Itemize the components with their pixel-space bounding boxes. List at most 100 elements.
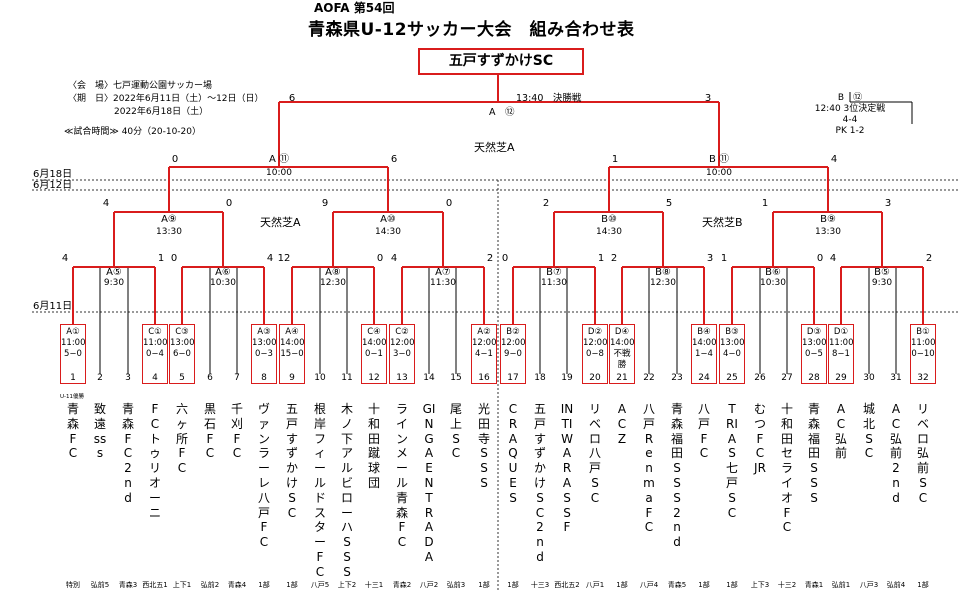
round2-left-score: 0	[501, 253, 509, 264]
round1-result: 6−0	[173, 349, 191, 359]
round1-time: 12:00	[472, 338, 497, 348]
third-place-score: 4-4	[842, 115, 858, 125]
round1-result: 0−4	[146, 349, 164, 359]
team-affiliation: 1部	[507, 581, 519, 589]
team-affiliation: 十三3	[530, 581, 550, 589]
round2-left-score: 4	[390, 253, 398, 264]
team-number: 5	[179, 373, 185, 383]
round2-time: 11:30	[430, 278, 456, 288]
team-affiliation: 弘前5	[90, 581, 110, 589]
team-name: 千刈FC	[230, 402, 243, 461]
round2-left-score: 1	[720, 253, 728, 264]
round1-time: 13:00	[720, 338, 745, 348]
quarter-time: 14:30	[596, 227, 622, 237]
round1-time: 14:00	[362, 338, 387, 348]
round1-code: A②	[477, 327, 491, 337]
team-number: 19	[561, 373, 573, 383]
date-label-11: 6月11日	[33, 301, 73, 312]
round2-time: 9:30	[871, 278, 893, 288]
date-label-12: 6月12日	[33, 180, 73, 191]
third-place-match: B ⑫ 12:40 3位決定戦 4-4 PK 1-2	[812, 94, 888, 138]
team-number: 2	[97, 373, 103, 383]
team-affiliation: 八戸3	[859, 581, 879, 589]
champion-box: 五戸すずかけSC	[418, 48, 584, 75]
round1-time: 12:00	[501, 338, 526, 348]
round1-code: B①	[916, 327, 930, 337]
round1-time: 13:00	[170, 338, 195, 348]
final-right-score: 3	[704, 93, 712, 104]
team-affiliation: 八戸1	[585, 581, 605, 589]
team-affiliation: 特別	[66, 581, 80, 589]
round1-time: 11:00	[829, 338, 854, 348]
round2-time: 11:30	[541, 278, 567, 288]
team-number: 11	[341, 373, 353, 383]
team-name: 青森福田SSS2nd	[670, 402, 683, 550]
team-affiliation: 青森5	[667, 581, 687, 589]
round2-right-score: 2	[486, 253, 494, 264]
team-name: FCトゥリオーニ	[148, 402, 161, 520]
team-name: 青森福田SSS	[807, 402, 820, 505]
round2-right-score: 1	[157, 253, 165, 264]
team-number: 9	[289, 373, 295, 383]
team-name: リベロ弘前SC	[916, 402, 929, 505]
quarter-code: B⑨	[820, 214, 836, 225]
round2-time: 12:30	[320, 278, 346, 288]
team-number: 12	[368, 373, 380, 383]
round2-left-score: 0	[170, 253, 178, 264]
round1-time: 11:00	[143, 338, 168, 348]
team-name: 五戸すずかけSC	[285, 402, 298, 520]
round1-time: 14:00	[280, 338, 305, 348]
round1-result: 9−0	[504, 349, 522, 359]
team-name: 五戸すずかけSC2nd	[533, 402, 546, 564]
team-affiliation: 十三1	[364, 581, 384, 589]
team-affiliation: 八戸2	[419, 581, 439, 589]
team-number: 29	[835, 373, 847, 383]
final-left-score: 6	[288, 93, 296, 104]
team-affiliation: 1部	[258, 581, 270, 589]
team-number: 25	[726, 373, 738, 383]
round2-right-score: 1	[597, 253, 605, 264]
team-name: リベロ八戸SC	[588, 402, 601, 505]
team-name: ラインメール青森FC	[395, 402, 408, 550]
semi-left-score: 0	[171, 154, 179, 165]
team-name: AC弘前	[834, 402, 847, 461]
round1-time: 14:00	[610, 338, 635, 348]
third-place-code: B ⑫	[837, 93, 863, 103]
team-name: 尾上SC	[449, 402, 462, 461]
round1-code: D③	[806, 327, 822, 337]
team-name: 八戸FC	[697, 402, 710, 461]
round1-time: 12:00	[390, 338, 415, 348]
team-number: 7	[234, 373, 240, 383]
team-affiliation: 弘前3	[446, 581, 466, 589]
quarter-time: 14:30	[375, 227, 401, 237]
team-name: 根岸フィールドスターFC	[313, 402, 326, 579]
team-number: 21	[616, 373, 628, 383]
field-label-left: 天然芝A	[260, 216, 301, 229]
round2-time: 12:30	[650, 278, 676, 288]
round1-result: 4−0	[723, 349, 741, 359]
round2-code: B⑥	[765, 267, 781, 278]
team-number: 6	[207, 373, 213, 383]
team-number: 28	[808, 373, 820, 383]
round1-result: 3−0	[393, 349, 411, 359]
team-name: 致遠sss	[93, 402, 107, 461]
team-affiliation: 青森2	[392, 581, 412, 589]
round2-code: A⑧	[325, 267, 341, 278]
quarter-code: A⑨	[161, 214, 177, 225]
team-name: 城北SC	[862, 402, 875, 461]
semi-time: 10:00	[706, 168, 732, 178]
team-affiliation: 十三2	[777, 581, 797, 589]
team-name: 十和田セライオFC	[780, 402, 793, 535]
round2-code: B⑧	[655, 267, 671, 278]
